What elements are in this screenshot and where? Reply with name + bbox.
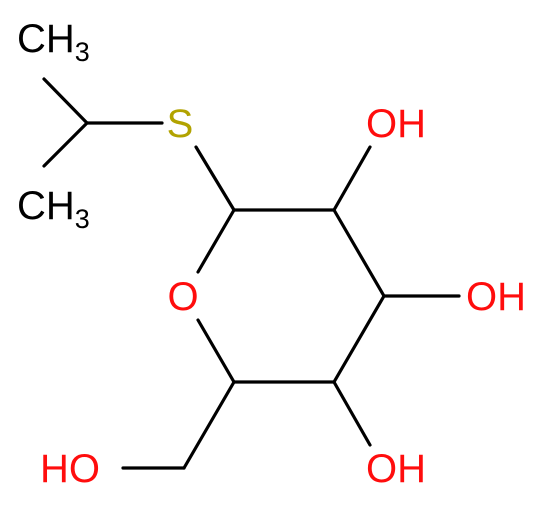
hydroxyl-c6-label: HO xyxy=(40,447,100,491)
methyl-bottom-label: CH3 xyxy=(17,184,90,234)
bonds xyxy=(42,77,461,470)
bond-c5-o xyxy=(196,318,236,384)
hydroxyl-c3-label: OH xyxy=(466,275,526,319)
ring-oxygen-label: O xyxy=(167,275,198,319)
atom-labels: CH3 CH3 S O OH OH OH HO xyxy=(17,17,526,491)
hydroxyl-c4-label: OH xyxy=(366,447,426,491)
sulfur-label: S xyxy=(167,102,194,146)
bond-c5-c6 xyxy=(182,380,236,470)
hydroxyl-c2-label: OH xyxy=(366,102,426,146)
bond-o-c1 xyxy=(196,208,236,274)
methyl-top-label: CH3 xyxy=(17,17,90,67)
bond-c3-c4 xyxy=(332,294,386,384)
bond-c4-oh xyxy=(332,380,372,447)
bond-ch3top-ch xyxy=(42,77,89,125)
bond-s-c1 xyxy=(194,145,236,212)
bond-c2-c3 xyxy=(332,208,386,298)
bond-ch-ch3bottom xyxy=(42,121,89,168)
bond-c2-oh xyxy=(332,145,372,212)
